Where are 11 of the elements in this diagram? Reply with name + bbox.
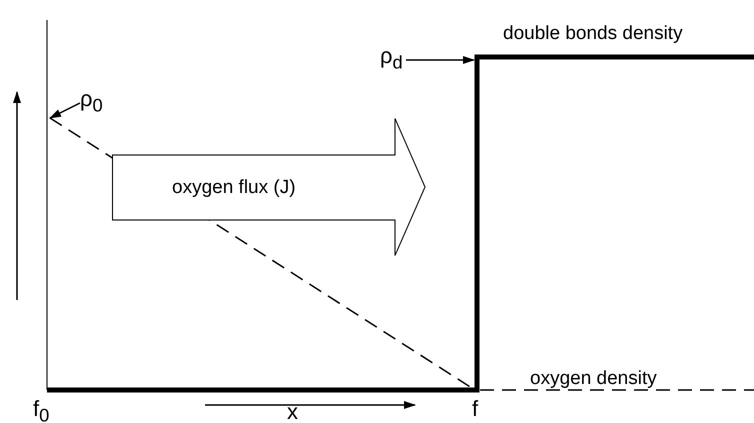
symbol-label: ρ$_{0}$ xyxy=(80,88,103,115)
flux-arrow xyxy=(112,118,426,256)
symbol-label: ρ$_{d}$ xyxy=(380,45,403,72)
axis-label: x xyxy=(287,401,298,423)
curve-label: oxygen density xyxy=(530,369,657,388)
curve-label: double bonds density xyxy=(503,24,683,43)
leader-line xyxy=(49,102,80,119)
axis-label: f xyxy=(472,398,478,420)
arrow-label: oxygen flux (J) xyxy=(172,178,296,197)
leader-line xyxy=(406,56,475,64)
axis-label: f$_{0}$ xyxy=(33,398,50,423)
